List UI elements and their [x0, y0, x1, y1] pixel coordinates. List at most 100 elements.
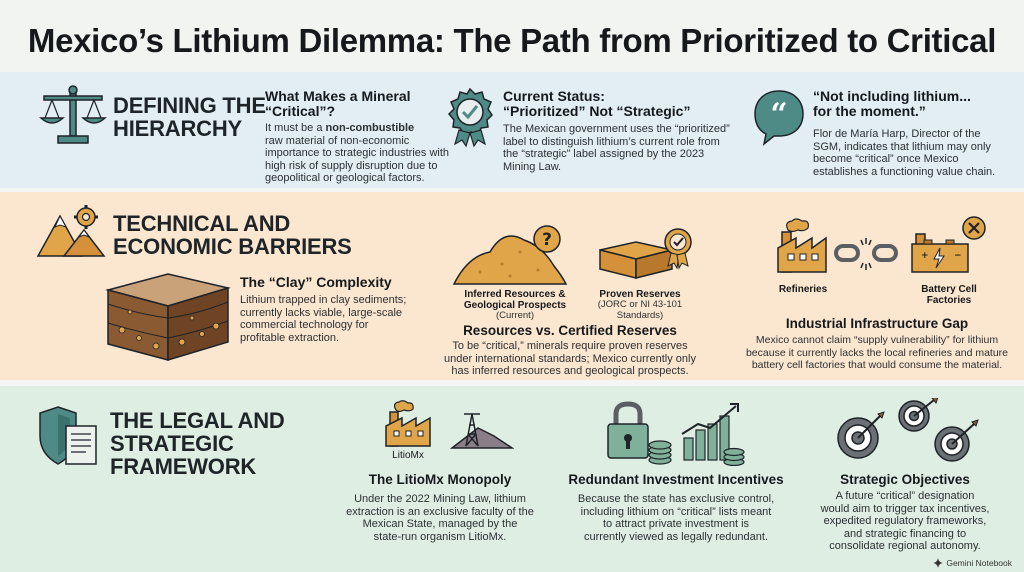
quote-body-line4: establishes a functioning value chain. — [813, 165, 996, 178]
mine-tower-icon — [450, 413, 514, 449]
redundant-body-line3: to attract private investment is — [602, 518, 750, 530]
clay-body-line4: profitable extraction. — [240, 331, 340, 344]
reserves-title: Resources vs. Certified Reserves — [463, 323, 677, 338]
footer-watermark: Gemini Notebook — [933, 558, 1012, 568]
scales-icon — [39, 85, 107, 144]
monopoly-title: The LitioMx Monopoly — [368, 472, 512, 487]
status-body-line4: Mining Law. — [503, 160, 562, 173]
reserves-body-line1: To be “critical,” minerals require prove… — [452, 340, 688, 352]
redundant-body: Because the state has exclusive control,… — [560, 493, 792, 543]
refineries-caption: Refineries — [758, 284, 848, 295]
critical-definition-block: What Makes a Mineral “Critical”? It must… — [265, 89, 480, 185]
quote-block: “Not including lithium... for the moment… — [813, 89, 1013, 178]
quote-bubble-icon: “ — [754, 90, 804, 146]
section1-heading: DEFINING THE HIERARCHY — [113, 94, 266, 140]
title-band — [0, 0, 1024, 72]
section1-heading-line2: HIERARCHY — [113, 116, 242, 141]
redundant-body-line1: Because the state has exclusive control, — [577, 493, 775, 505]
critical-body-line3: importance to strategic industries with — [265, 147, 450, 159]
battery-factory-x-icon: + − — [911, 216, 986, 273]
inferred-label-line1: Inferred Resources & — [464, 289, 566, 300]
reserves-body-line3: has inferred resources and geological pr… — [451, 365, 689, 377]
clay-layers-icon — [105, 273, 231, 362]
battery-label-line1: Battery Cell — [921, 284, 977, 295]
status-body-line2: label to distinguish lithium’s current r… — [503, 135, 720, 148]
reserves-block: Resources vs. Certified Reserves To be “… — [420, 323, 720, 378]
section3-heading: THE LEGAL AND STRATEGIC FRAMEWORK — [110, 409, 285, 478]
critical-body-line1: It must be a non-combustible — [265, 122, 480, 135]
clay-body-line1: Lithium trapped in clay sediments; — [240, 294, 407, 306]
monopoly-body-line2: extraction is an exclusive faculty of th… — [346, 505, 534, 518]
status-title-line2: “Prioritized” Not “Strategic” — [503, 103, 691, 119]
padlock-coins-icon — [607, 401, 672, 465]
svg-text:+: + — [921, 251, 929, 261]
section3-heading-line1: THE LEGAL AND — [110, 408, 285, 433]
redundant-body-line4: currently viewed as legally redundant. — [583, 530, 769, 543]
sand-pile-question-icon: ? — [452, 225, 568, 285]
monopoly-body: Under the 2022 Mining Law, lithium extra… — [330, 493, 550, 543]
quote-title-line2: for the moment.” — [813, 103, 926, 119]
litiomx-caption: LitioMx — [378, 450, 438, 461]
footer-text: Gemini Notebook — [946, 558, 1012, 568]
svg-text:“: “ — [770, 97, 787, 132]
current-status-body: The Mexican government uses the “priorit… — [503, 123, 738, 173]
clay-complexity-title: The “Clay” Complexity — [240, 274, 392, 290]
proven-label: Proven Reserves — [599, 289, 681, 300]
section2-heading-line1: TECHNICAL AND — [113, 211, 291, 236]
critical-title-line2: “Critical”? — [265, 103, 336, 119]
gemini-spark-icon — [933, 558, 944, 568]
monopoly-body-line1: Under the 2022 Mining Law, lithium — [354, 493, 526, 505]
proven-note-line1: (JORC or NI 43-101 — [597, 299, 683, 310]
proven-reserves-caption: Proven Reserves (JORC or NI 43-101 Stand… — [585, 289, 695, 321]
shield-document-icon — [39, 406, 97, 465]
strategic-objectives-block: Strategic Objectives A future “critical”… — [800, 472, 1010, 553]
objectives-body-line4: and strategic financing to — [843, 527, 967, 540]
section2-heading-line2: ECONOMIC BARRIERS — [113, 234, 352, 259]
section-legal-band — [0, 386, 1024, 572]
section3-heading-line2: STRATEGIC — [110, 431, 234, 456]
quote-title-line1: “Not including lithium... — [813, 88, 971, 104]
section2-heading: TECHNICAL AND ECONOMIC BARRIERS — [113, 212, 352, 258]
badge-check-icon — [447, 87, 493, 148]
current-status-title: Current Status: “Prioritized” Not “Strat… — [503, 89, 738, 119]
refineries-label: Refineries — [778, 284, 828, 295]
inferred-label-line2: Geological Prospects — [463, 300, 567, 311]
clay-body-line2: currently lacks viable, large-scale — [240, 306, 403, 319]
critical-body-bold: non-combustible — [325, 122, 415, 134]
quote-body: Flor de María Harp, Director of the SGM,… — [813, 128, 1013, 178]
litiomx-label: LitioMx — [392, 450, 424, 461]
quote-body-line2: SGM, indicates that lithium may only — [813, 140, 991, 153]
status-title-line1: Current Status: — [503, 88, 605, 104]
refinery-factory-icon — [777, 218, 827, 273]
mountain-gear-icon — [36, 205, 106, 257]
objectives-body: A future “critical” designation would ai… — [800, 490, 1010, 553]
monopoly-block: The LitioMx Monopoly Under the 2022 Mini… — [330, 472, 550, 543]
growth-chart-coins-icon — [681, 403, 745, 466]
redundant-title: Redundant Investment Incentives — [568, 472, 784, 487]
infrastructure-block: Industrial Infrastructure Gap Mexico can… — [735, 316, 1019, 372]
broken-chain-icon — [834, 238, 898, 270]
redundant-incentives-block: Redundant Investment Incentives Because … — [560, 472, 792, 543]
critical-body-line4: high risk of supply disruption due to — [265, 159, 438, 172]
objectives-body-line2: would aim to trigger tax incentives, — [820, 502, 990, 515]
monopoly-body-line4: state-run organism LitioMx. — [373, 530, 507, 543]
infrastructure-body: Mexico cannot claim “supply vulnerabilit… — [735, 334, 1019, 372]
objectives-body-line3: expedited regulatory frameworks, — [823, 515, 987, 527]
inferred-note: (Current) — [495, 310, 534, 321]
targets-icon — [837, 398, 979, 462]
main-title: Mexico’s Lithium Dilemma: The Path from … — [27, 22, 997, 59]
critical-definition-title: What Makes a Mineral “Critical”? — [265, 89, 480, 119]
section3-heading-line3: FRAMEWORK — [110, 454, 257, 479]
clay-complexity-block: The “Clay” Complexity Lithium trapped in… — [240, 275, 415, 344]
critical-body-line5: geopolitical or geological factors. — [265, 172, 425, 184]
proven-note-line2: Standards) — [616, 309, 664, 321]
litiomx-factory-icon — [385, 400, 431, 447]
critical-body-lead: It must be a — [265, 122, 326, 134]
clay-body-line3: commercial technology for — [240, 319, 369, 331]
reserves-body-line2: under international standards; Mexico cu… — [444, 352, 696, 365]
redundant-body-line2: including lithium on “critical” lists me… — [580, 505, 772, 518]
quote-title: “Not including lithium... for the moment… — [813, 89, 1013, 119]
reserves-body: To be “critical,” minerals require prove… — [420, 340, 720, 378]
inferred-resources-caption: Inferred Resources & Geological Prospect… — [440, 289, 590, 322]
svg-text:−: − — [954, 251, 962, 261]
